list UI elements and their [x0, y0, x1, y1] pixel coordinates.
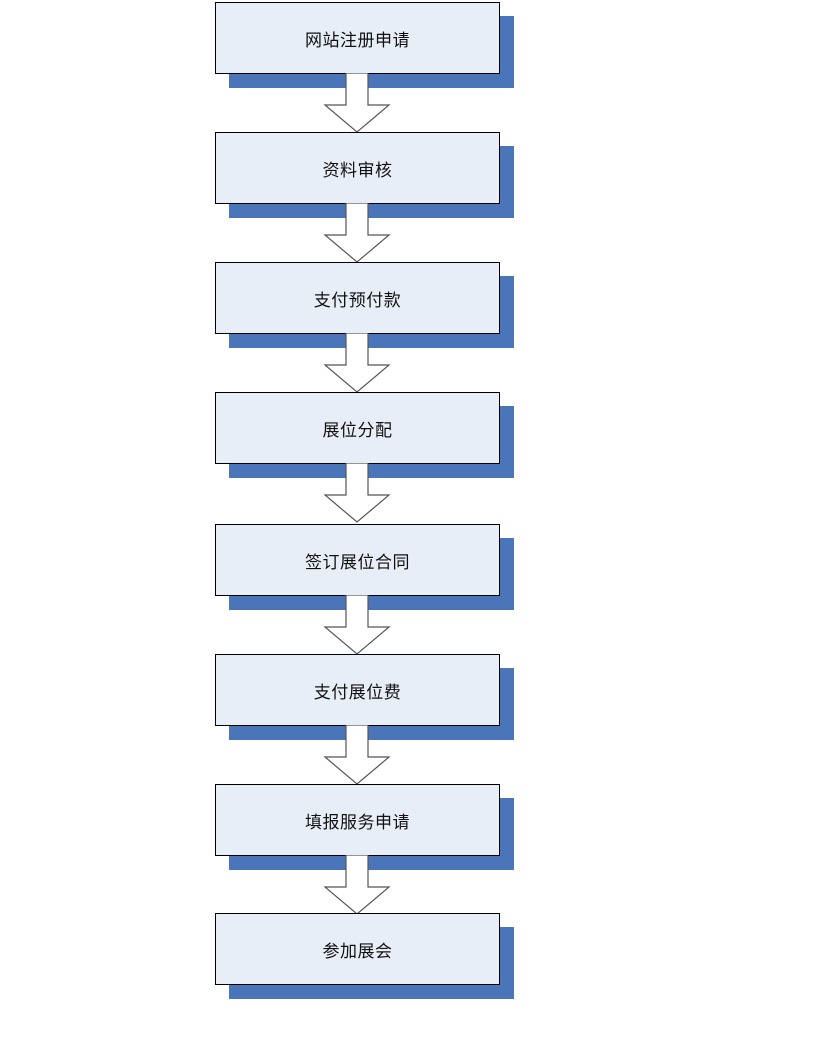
step-box: 资料审核 — [215, 132, 500, 204]
step-box: 签订展位合同 — [215, 524, 500, 596]
down-arrow-icon — [323, 725, 391, 785]
step-pay-booth-fee: 支付展位费 — [215, 654, 514, 740]
down-arrow-icon — [323, 203, 391, 263]
down-arrow-icon — [323, 463, 391, 523]
step-label: 填报服务申请 — [305, 812, 410, 833]
step-attend-exhibition: 参加展会 — [215, 913, 514, 999]
down-arrow-icon — [323, 73, 391, 133]
step-label: 支付展位费 — [313, 682, 402, 703]
step-website-registration: 网站注册申请 — [215, 2, 514, 88]
step-label: 资料审核 — [322, 160, 393, 181]
step-box: 支付展位费 — [215, 654, 500, 726]
step-label: 支付预付款 — [313, 290, 402, 311]
step-box: 网站注册申请 — [215, 2, 500, 74]
step-label: 网站注册申请 — [305, 30, 410, 51]
step-box: 参加展会 — [215, 913, 500, 985]
step-box: 展位分配 — [215, 392, 500, 464]
step-sign-booth-contract: 签订展位合同 — [215, 524, 514, 610]
down-arrow-icon — [323, 855, 391, 915]
step-label: 参加展会 — [322, 941, 393, 962]
step-submit-service-request: 填报服务申请 — [215, 784, 514, 870]
step-label: 签订展位合同 — [305, 552, 410, 573]
step-pay-deposit: 支付预付款 — [215, 262, 514, 348]
down-arrow-icon — [323, 595, 391, 655]
step-booth-allocation: 展位分配 — [215, 392, 514, 478]
down-arrow-icon — [323, 333, 391, 393]
step-box: 支付预付款 — [215, 262, 500, 334]
step-box: 填报服务申请 — [215, 784, 500, 856]
step-document-review: 资料审核 — [215, 132, 514, 218]
step-label: 展位分配 — [322, 420, 393, 441]
